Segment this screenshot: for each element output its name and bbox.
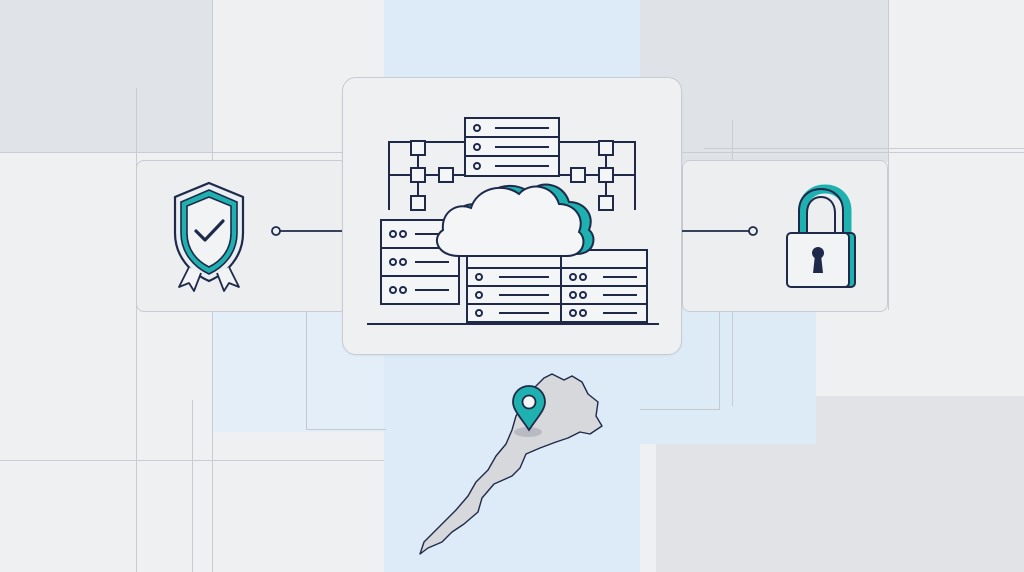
grid-line (704, 148, 1024, 149)
connector-frame-right (640, 300, 720, 410)
server-cloud-icon (367, 117, 659, 325)
location-pin-icon (512, 385, 546, 432)
connector-right (676, 226, 758, 236)
lock-card (682, 160, 888, 312)
connector-left (271, 226, 350, 236)
grid-line (192, 400, 193, 572)
connector-frame-left (306, 236, 386, 430)
grid-line (888, 0, 889, 310)
country-map-icon (419, 373, 603, 555)
bg-block-top-left (0, 0, 212, 152)
datacenter-card (342, 77, 682, 355)
shield-check-icon (173, 181, 245, 292)
grid-line (136, 88, 137, 572)
padlock-icon (786, 184, 856, 288)
shield-card (136, 160, 348, 312)
